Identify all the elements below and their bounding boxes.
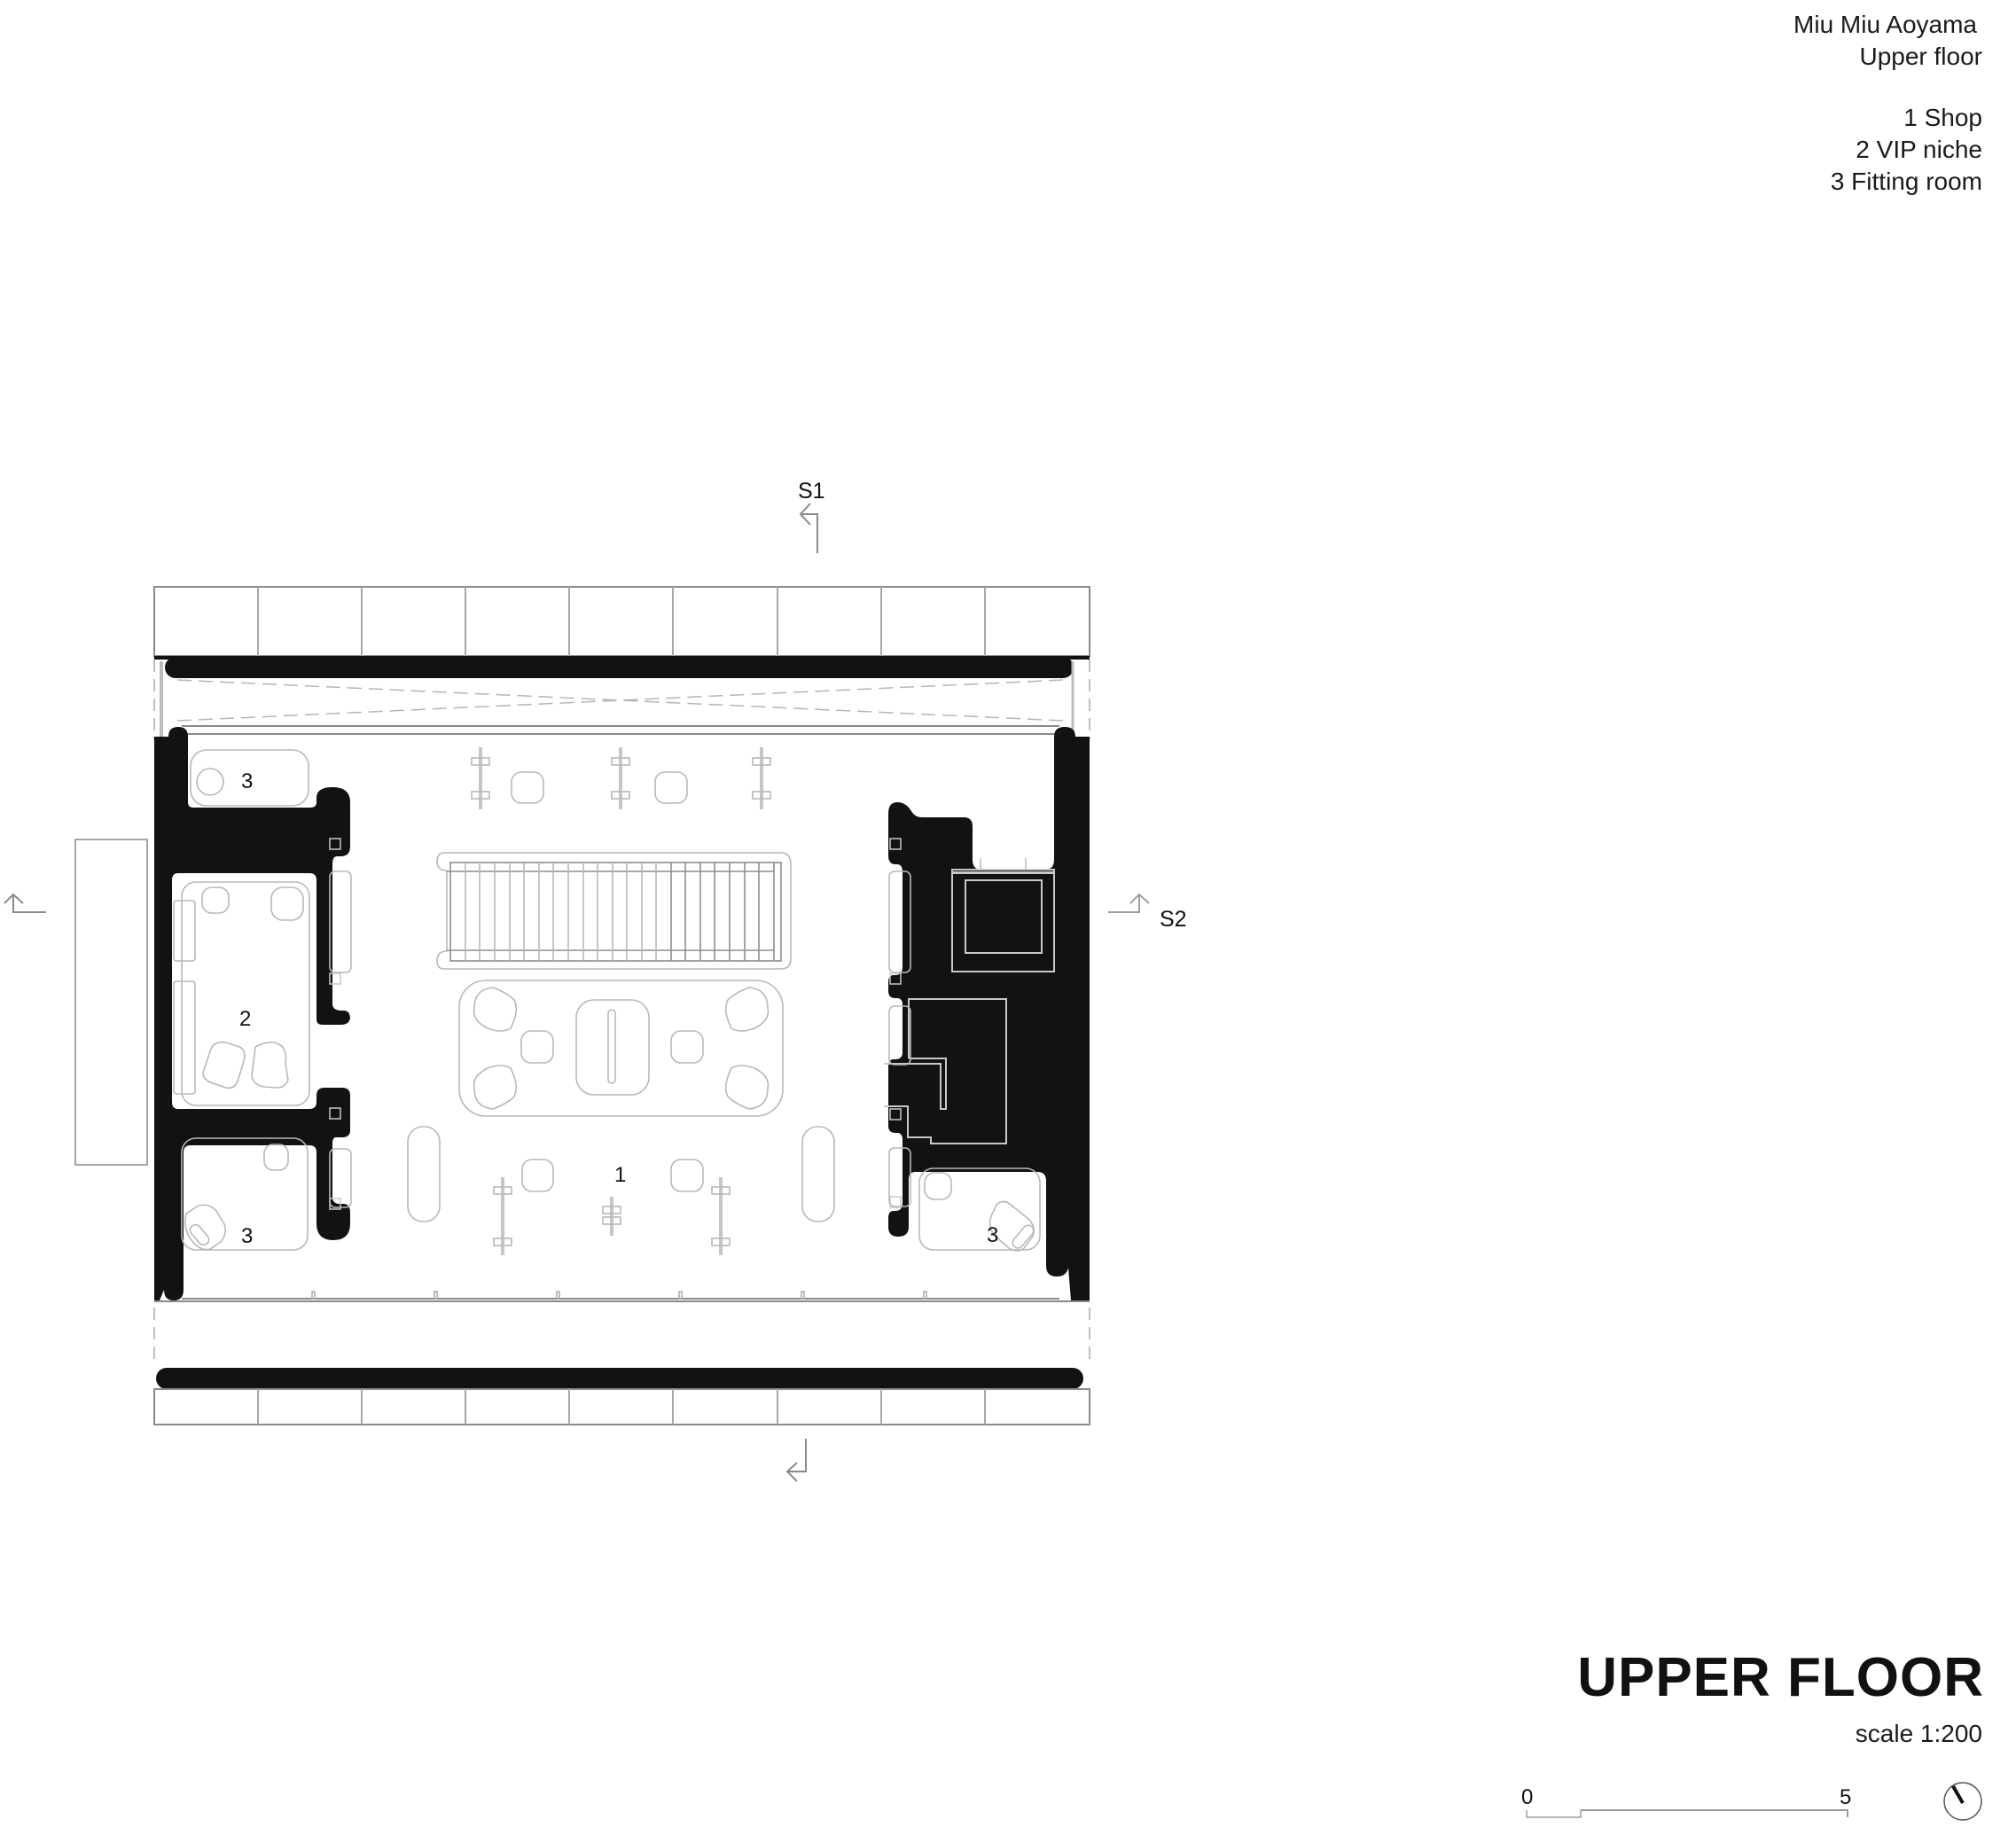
room-label-vip-niche: 2 xyxy=(239,1007,251,1031)
legend-item-shop: 1 Shop xyxy=(1903,104,1982,131)
clothing-racks-bottom xyxy=(493,1177,731,1255)
title-block: Miu Miu Aoyama Upper floor 1 Shop 2 VIP … xyxy=(1793,9,1982,198)
legend-item-fitting-room: 3 Fitting room xyxy=(1830,168,1982,195)
room-label-fitting-room-2: 3 xyxy=(241,1224,253,1248)
furniture xyxy=(173,747,1041,1255)
service-room-outline xyxy=(884,998,1007,1144)
floor-name: Upper floor xyxy=(1859,43,1982,70)
mullion-marks xyxy=(311,1291,927,1300)
skylight-dashed-lines xyxy=(176,679,1065,722)
scale-bar xyxy=(1526,1809,1848,1818)
drawing-scale: scale 1:200 xyxy=(1855,1720,1982,1747)
section-marker-s1 xyxy=(799,503,818,553)
section-marker-s2 xyxy=(1108,893,1150,913)
scale-bar-end: 5 xyxy=(1840,1785,1851,1809)
section-label-s2: S2 xyxy=(1160,907,1187,932)
top-facade-band xyxy=(153,586,1090,657)
drawing-title: UPPER FLOOR xyxy=(1577,1647,1984,1708)
bottom-beam xyxy=(156,1368,1083,1389)
scale-bar-start: 0 xyxy=(1521,1785,1533,1809)
clothing-racks-top xyxy=(471,747,771,809)
project-name: Miu Miu Aoyama xyxy=(1793,11,1977,38)
column-markers xyxy=(329,838,902,1210)
room-label-fitting-room-3: 3 xyxy=(987,1223,998,1247)
section-marker-s2-left xyxy=(4,893,46,913)
section-label-s1: S1 xyxy=(798,479,825,504)
bottom-facade-band xyxy=(153,1388,1090,1425)
left-wall xyxy=(154,727,350,1300)
room-label-fitting-room-1: 3 xyxy=(241,769,253,793)
exterior-stair-block xyxy=(74,839,148,1166)
elevator-shaft xyxy=(951,858,1055,972)
staircase xyxy=(436,852,792,970)
room-label-shop: 1 xyxy=(614,1163,626,1187)
north-arrow-icon xyxy=(1943,1782,1982,1821)
seating-island xyxy=(458,980,784,1117)
section-marker-s1-bottom xyxy=(785,1439,807,1482)
legend-item-vip-niche: 2 VIP niche xyxy=(1856,136,1982,163)
top-beam xyxy=(165,657,1074,678)
right-wall-service-core xyxy=(888,727,1090,1300)
